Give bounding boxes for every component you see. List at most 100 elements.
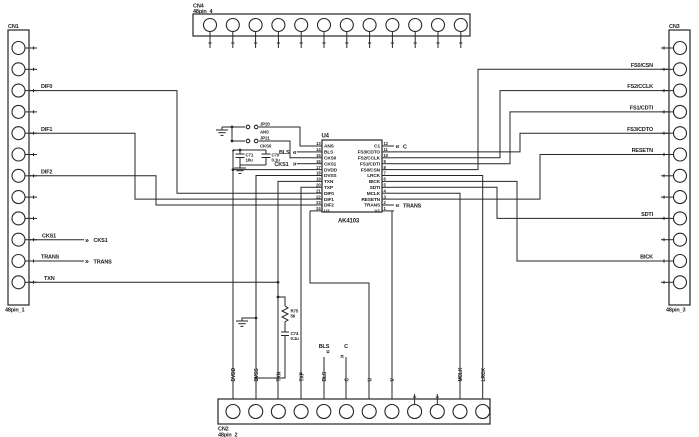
ic-pin-number: 6 — [384, 177, 387, 182]
cn1-pin-circle — [11, 275, 26, 290]
cn2-pin-circle — [225, 403, 241, 420]
junction-dot — [276, 280, 280, 284]
cn2-pin-circle — [338, 403, 355, 420]
offpage-trans-right: TRANS — [403, 203, 422, 209]
ic-pin-name: BICK — [369, 179, 381, 185]
ic-pin-name: CKS0 — [324, 156, 337, 162]
cn2-pin-circle — [407, 403, 423, 420]
chevron-right-icon: » — [85, 237, 89, 244]
ic-pin-number: 17 — [316, 165, 321, 170]
net-label-fs2cclk: FS2/CCLK — [627, 84, 653, 90]
cn1-package: 48pin_1 — [5, 308, 25, 314]
chevron-right-icon: » — [293, 161, 297, 168]
cn2-pin-label: LRCK — [481, 368, 487, 382]
cn4-pin-circle — [248, 17, 263, 33]
c70-value: 0.1u — [272, 158, 281, 163]
cn4-pin-circle — [294, 17, 309, 33]
jp21-ref: JP21 — [260, 135, 270, 140]
c71-value: 10u — [246, 158, 254, 163]
cn3-pin-circle — [672, 62, 688, 77]
junction-dot — [230, 125, 234, 129]
net-label-bick: BICK — [640, 255, 653, 261]
cn4-package: 48pin_4 — [193, 9, 214, 15]
cn4-pin-circle — [453, 17, 468, 33]
cn2-pin-circle — [316, 403, 332, 420]
ic-ref: U4 — [322, 133, 330, 139]
junction-dot — [254, 316, 258, 320]
cn3-pin-circle — [672, 168, 688, 183]
cn2-pin-label: DVSS — [254, 368, 260, 382]
cn2-package: 48pin_2 — [218, 433, 238, 437]
ic-pin-number: 2 — [384, 200, 387, 205]
cn4-pin-circle — [408, 17, 423, 33]
ic-pin-number: 12 — [384, 141, 389, 146]
ic-pin-name: FS3/CDTO — [358, 150, 381, 156]
net-label-cks1: CKS1 — [42, 233, 56, 239]
offpage-c: C — [403, 144, 407, 150]
c71-polarity: + — [232, 148, 235, 154]
chevron-left-icon: « — [293, 149, 297, 156]
wire-cks0 — [259, 140, 310, 159]
ic-pin-name: TXN — [324, 179, 334, 185]
wire-ans — [259, 126, 310, 147]
cn2-pin-label: TXP — [299, 371, 305, 381]
ic-pin-number: 15 — [316, 153, 321, 158]
junction-dot — [276, 295, 280, 299]
jp20-net: ANS — [260, 130, 269, 135]
net-label-sdti: SDTI — [641, 212, 654, 218]
ic-pin-name: FS0/CSN — [361, 167, 381, 173]
wire-fs3-cdto — [394, 132, 674, 153]
c70-ref: C70 — [272, 153, 280, 158]
ic-pin-name: FS1/CDTI — [360, 161, 381, 167]
wire-mclk — [394, 192, 461, 405]
cn2-pin-label: TXN — [277, 371, 283, 381]
cn3-pin-circle — [672, 232, 688, 247]
ic-pin-number: 1 — [384, 206, 387, 211]
cn3-pin-circle — [672, 211, 688, 226]
ic-pin-number: 19 — [316, 177, 321, 182]
cn1-pin-circle — [11, 232, 26, 247]
ic-pin-number: 7 — [384, 171, 387, 176]
c74-value: 0.1u — [291, 336, 300, 341]
wire-gnd-tap — [241, 317, 256, 321]
wire-fs2-cclk — [394, 90, 674, 159]
cn4-pin-circle — [225, 17, 240, 33]
ic-pin-number: 24 — [316, 206, 321, 211]
jumper-pad — [253, 138, 259, 144]
cn2-pin-circle — [248, 403, 264, 420]
cn2-pin-circle — [293, 403, 309, 420]
ic-pin-name: LRCK — [367, 173, 380, 179]
cn4-pin-circle — [339, 17, 354, 33]
junction-dot — [254, 376, 258, 380]
cn3-pin-circle — [672, 147, 688, 162]
jumper-pad — [245, 124, 251, 130]
ic-pin-name: RESETN — [361, 197, 380, 203]
net-label-fs3cdto: FS3/CDTO — [627, 127, 654, 133]
ic-pin-number: 5 — [384, 183, 387, 188]
ic-pin-number: 11 — [384, 147, 389, 152]
wire-jumper-tie — [231, 127, 245, 142]
wire-r75-tap — [278, 296, 286, 306]
chevron-down-icon: » — [324, 350, 331, 354]
cn4-pin-circle — [362, 17, 377, 33]
ic-pin-name: DVDD — [324, 167, 338, 173]
cn2-pin-circle — [429, 403, 445, 420]
net-label-dif0: DIF0 — [41, 84, 52, 90]
ic-pin-name: DIF1 — [324, 197, 334, 203]
offpage-cks1: CKS1 — [94, 238, 108, 244]
cn4-ref: CN4 — [193, 4, 205, 10]
wire-dif0 — [25, 90, 310, 194]
wire-fs1-cdti — [394, 111, 674, 165]
wire-txn — [25, 180, 310, 283]
ic-pin-name: U1 — [324, 209, 330, 215]
junction-dot — [230, 139, 234, 143]
cn1-pin-circle — [11, 62, 26, 77]
cn1-pin-circle — [11, 40, 26, 56]
ic-pin-name: SDTI — [370, 185, 381, 191]
wire-resetn — [394, 154, 674, 200]
ic-pin-name: DIF0 — [324, 191, 334, 197]
ic-pin-number: 22 — [316, 194, 321, 199]
ic-part-number: AK4103 — [338, 219, 360, 225]
ic-pin-name: BLS — [324, 150, 334, 156]
cn3-pin-circle — [672, 275, 688, 290]
